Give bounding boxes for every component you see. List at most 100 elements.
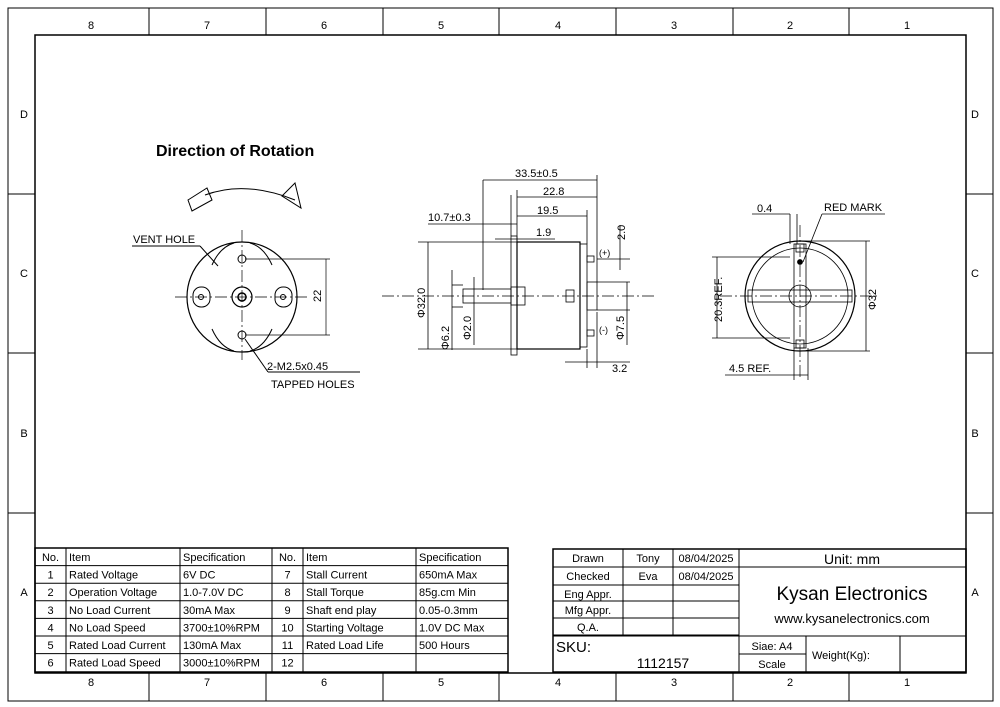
- motor-face: [186, 241, 298, 353]
- spec-cell: 9: [284, 605, 290, 617]
- rotation-arrow-tail: [187, 187, 213, 212]
- spec-header: Specification: [183, 552, 245, 564]
- tapped-hole-spec: 2-M2.5x0.45: [267, 361, 328, 373]
- approval-role: Eng Appr.: [564, 589, 612, 601]
- sku-label: SKU:: [556, 639, 591, 656]
- rotation-arc: [204, 188, 296, 201]
- dim-phi32: Φ32.0: [416, 288, 428, 318]
- zone-col-label: 4: [555, 677, 561, 689]
- spec-cell: 1.0-7.0V DC: [183, 587, 244, 599]
- spec-header: Specification: [419, 552, 481, 564]
- dim-10-7: 10.7±0.3: [428, 212, 471, 224]
- endcap: [579, 243, 588, 348]
- zone-col-label: 2: [787, 677, 793, 689]
- spec-header: Item: [306, 552, 327, 564]
- dim-phi2: Φ2.0: [462, 316, 474, 340]
- zone-col-label: 6: [321, 20, 327, 32]
- spec-cell: Shaft end play: [306, 605, 377, 617]
- spec-cell: 30mA Max: [183, 605, 235, 617]
- side-view: 33.5±0.5 22.8 19.5 10.7±0.3 1.9 (+) (-) …: [382, 168, 655, 375]
- dim-4-5: 4.5 REF.: [729, 363, 771, 375]
- terminal: [795, 339, 805, 349]
- spec-cell: 6V DC: [183, 570, 215, 582]
- spec-cell: 3700±10%RPM: [183, 622, 260, 634]
- zone-col-label: 7: [204, 20, 210, 32]
- zone-col-label: 4: [555, 20, 561, 32]
- outer-frame: [7, 7, 994, 702]
- spec-cell: Starting Voltage: [306, 622, 384, 634]
- spec-cell: 10: [281, 622, 293, 634]
- spec-cell: 2: [47, 587, 53, 599]
- minus-terminal-label: (-): [599, 325, 608, 335]
- rear-view: 0.4 RED MARK 4.5 REF. 20.3REF. Φ32: [712, 202, 885, 380]
- zone-col-label: 7: [204, 677, 210, 689]
- spec-cell: 1: [47, 570, 53, 582]
- sku-value: 1112157: [637, 655, 690, 671]
- zone-col-label: 3: [671, 677, 677, 689]
- spec-cell: Rated Voltage: [69, 570, 138, 582]
- spec-cell: 12: [281, 658, 293, 670]
- bearing: [231, 286, 253, 308]
- zone-dividers: [8, 8, 993, 701]
- terminal: [795, 243, 805, 253]
- bushing: [788, 284, 812, 308]
- spec-cell: Rated Load Life: [306, 640, 384, 652]
- dim-2-0: 2.0: [616, 225, 628, 240]
- spec-cell: 500 Hours: [419, 640, 470, 652]
- zone-row-label: A: [20, 587, 28, 599]
- red-mark: [797, 259, 803, 265]
- rear-bushing: [586, 281, 598, 311]
- slot: [192, 286, 211, 308]
- zone-row-label: C: [971, 268, 979, 280]
- dim-33-5: 33.5±0.5: [515, 168, 558, 180]
- spec-cell: No Load Current: [69, 605, 150, 617]
- spec-cell: Rated Load Current: [69, 640, 166, 652]
- dim-22-8: 22.8: [543, 186, 564, 198]
- leader: [244, 338, 269, 373]
- spec-cell: 5: [47, 640, 53, 652]
- zone-col-label: 5: [438, 677, 444, 689]
- zone-col-label: 5: [438, 20, 444, 32]
- terminal-plus: [586, 255, 595, 263]
- dim-3-2: 3.2: [612, 363, 627, 375]
- spec-cell: 8: [284, 587, 290, 599]
- approval-role: Checked: [566, 571, 609, 583]
- weight-label: Weight(Kg):: [812, 650, 870, 662]
- zone-col-label: 3: [671, 20, 677, 32]
- rotation-arrow-head: [281, 182, 302, 210]
- spec-cell: No Load Speed: [69, 622, 145, 634]
- zone-col-label: 6: [321, 677, 327, 689]
- spec-cell: 85g.cm Min: [419, 587, 476, 599]
- dim-1-9: 1.9: [536, 227, 551, 239]
- zone-row-label: D: [971, 109, 979, 121]
- rotation-view: Direction of Rotation VENT HOLE 2-M2.5x0…: [132, 143, 360, 391]
- company-website: www.kysanelectronics.com: [773, 611, 929, 626]
- spec-cell: 0.05-0.3mm: [419, 605, 478, 617]
- zone-row-label: D: [20, 109, 28, 121]
- spec-cell: 6: [47, 658, 53, 670]
- slot: [274, 286, 293, 308]
- dim-phi32-rear: Φ32: [867, 289, 879, 310]
- output-shaft: [462, 288, 512, 304]
- zone-row-label: C: [20, 268, 28, 280]
- spec-cell: 3000±10%RPM: [183, 658, 260, 670]
- tapped-hole-label: TAPPED HOLES: [271, 379, 355, 391]
- hole: [280, 294, 286, 300]
- approval-role: Q.A.: [577, 622, 599, 634]
- spec-cell: 7: [284, 570, 290, 582]
- rotation-title: Direction of Rotation: [156, 143, 314, 160]
- zone-row-label: B: [971, 428, 978, 440]
- zone-col-label: 1: [904, 677, 910, 689]
- zone-col-label: 8: [88, 20, 94, 32]
- red-mark-label: RED MARK: [824, 202, 883, 214]
- spec-cell: Stall Torque: [306, 587, 364, 599]
- approval-name: Eva: [639, 571, 659, 583]
- zone-col-label: 1: [904, 20, 910, 32]
- scale-label: Scale: [758, 659, 786, 671]
- approval-date: 08/04/2025: [678, 553, 733, 565]
- spec-cell: 4: [47, 622, 53, 634]
